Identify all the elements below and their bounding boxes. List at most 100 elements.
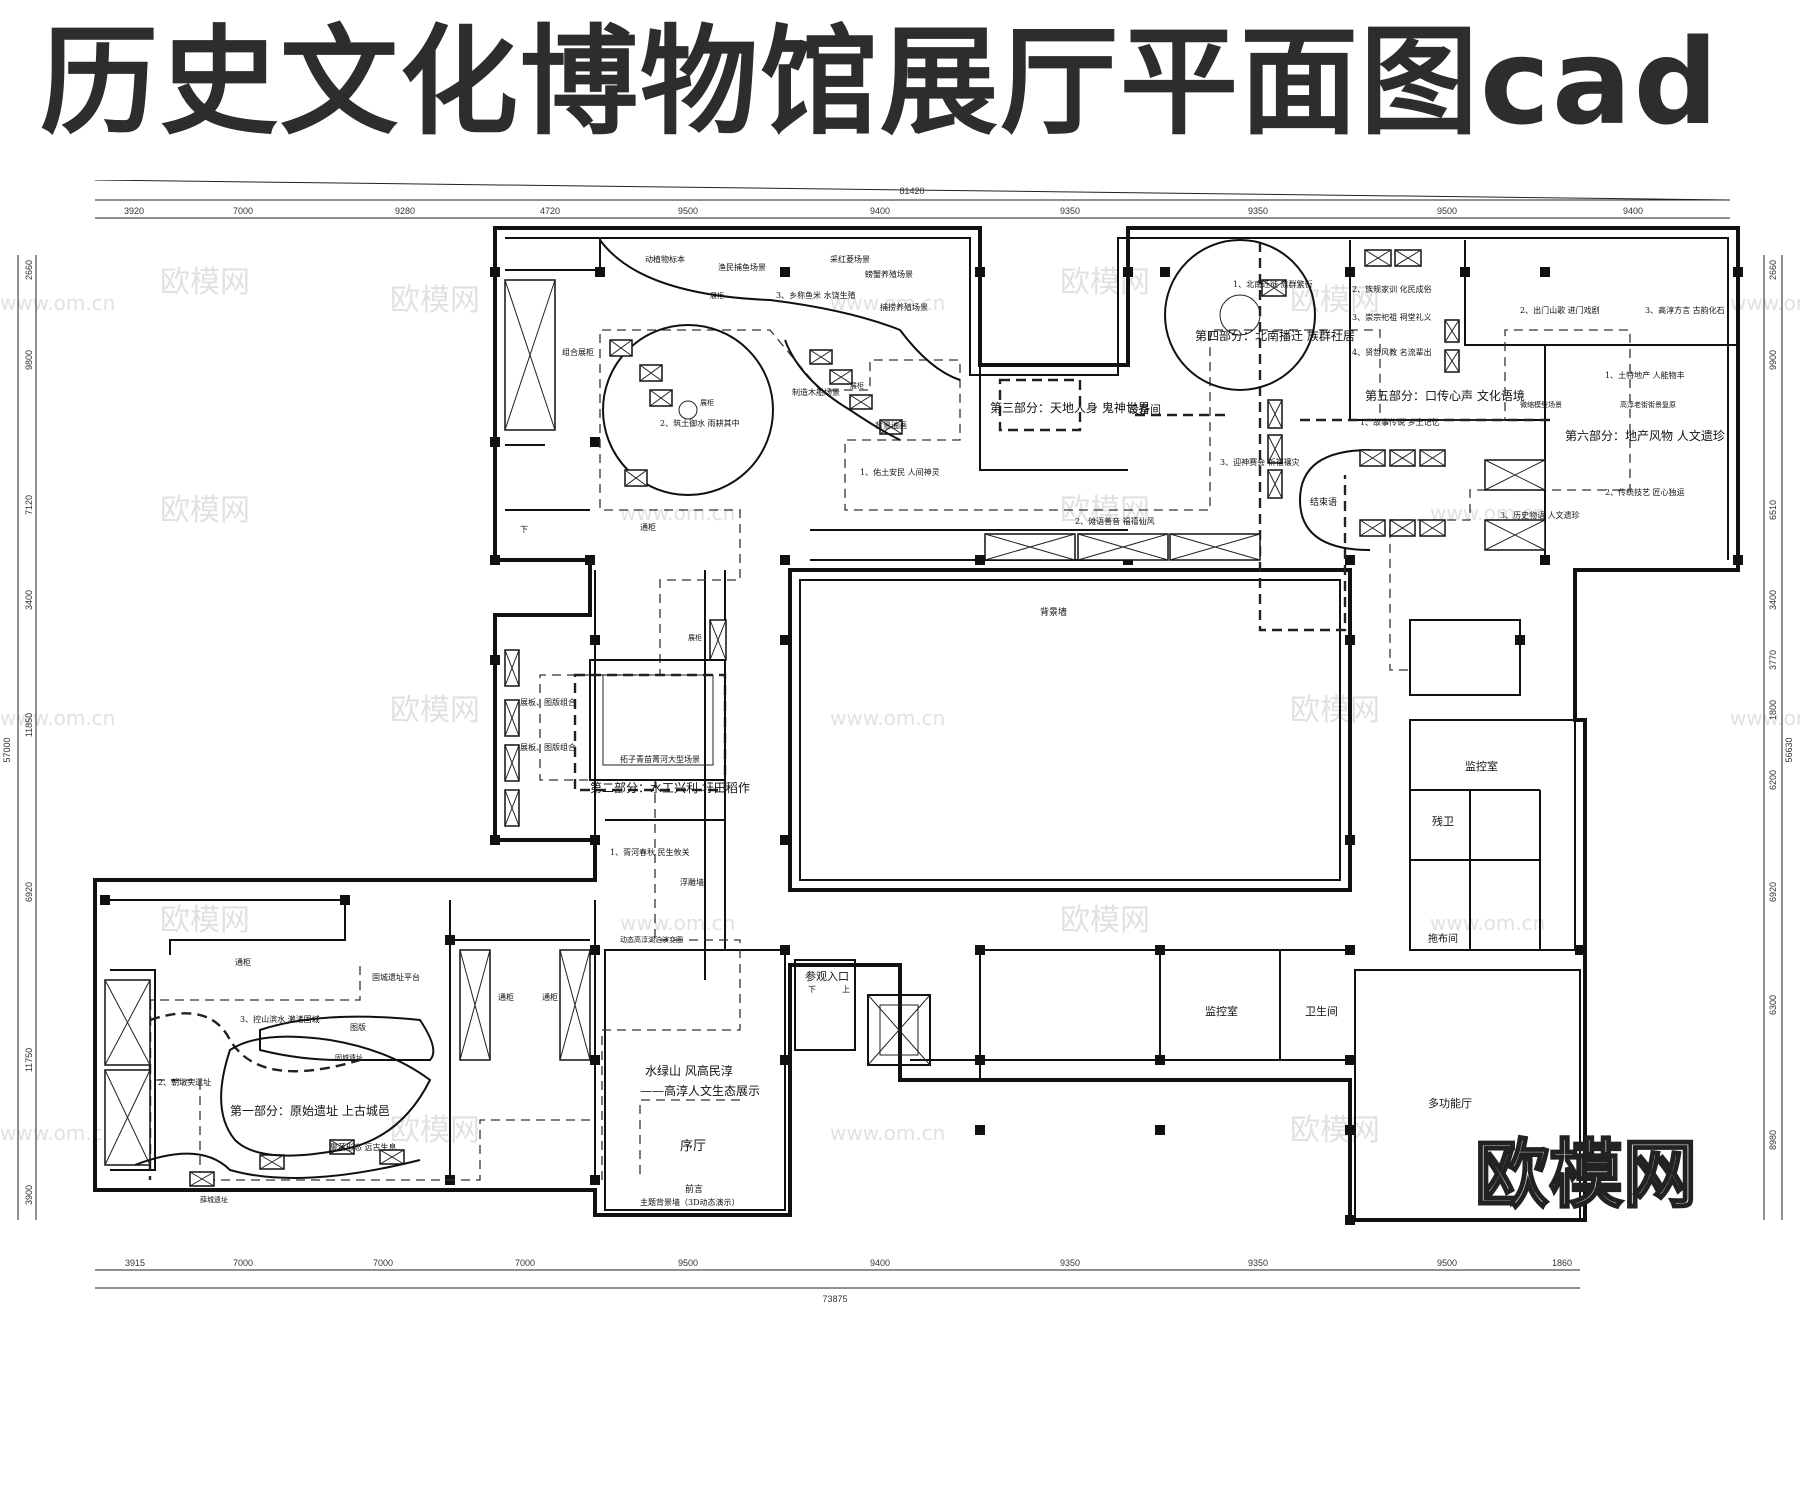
watermark-text: 欧模网 xyxy=(1290,1113,1380,1148)
dim-left-total: 57000 xyxy=(2,737,12,762)
display-case xyxy=(624,469,648,487)
display-case xyxy=(104,1069,151,1166)
dim-left: 3400 xyxy=(24,590,34,610)
column xyxy=(1345,267,1355,277)
plan-note: 组合展柜 xyxy=(562,347,594,357)
dim-right: 6510 xyxy=(1768,500,1778,520)
display-case xyxy=(1169,533,1261,561)
column xyxy=(445,935,455,945)
plan-note: 3、崇宗祀祖 祠堂礼义 xyxy=(1352,312,1432,322)
watermark-url: www.om.cn xyxy=(0,706,115,730)
plan-note: 通柜 xyxy=(640,522,656,532)
display-case xyxy=(809,349,833,365)
dim-top: 7000 xyxy=(233,206,253,216)
plan-note: 3、控山滨水 濑渚固城 xyxy=(240,1014,320,1024)
central-model xyxy=(589,659,726,781)
display-case xyxy=(1267,399,1283,429)
column xyxy=(490,437,500,447)
dim-left: 7120 xyxy=(24,495,34,515)
plan-note: 通柜 xyxy=(542,992,558,1002)
plan-note: 下 xyxy=(520,525,528,534)
watermark-text: 欧模网 xyxy=(1290,693,1380,728)
dim-left: 6920 xyxy=(24,882,34,902)
dim-bottom-total: 73875 xyxy=(822,1294,847,1304)
plan-note: 通柜 xyxy=(498,992,514,1002)
watermark-url: www.om.cn xyxy=(0,291,115,315)
dim-left: 9800 xyxy=(24,350,34,370)
room-label: 监控室 xyxy=(1205,1004,1238,1018)
plan-note: 3、乡称鱼米 水饶生殖 xyxy=(776,290,856,300)
dim-bottom: 9350 xyxy=(1060,1258,1080,1268)
dim-right: 3400 xyxy=(1768,590,1778,610)
room-label: 拖布间 xyxy=(1428,932,1458,945)
column xyxy=(1733,267,1743,277)
plan-note: 螃蟹养殖场景 xyxy=(865,269,913,279)
plan-note: 背景油画 xyxy=(875,420,907,430)
section-label: 第五部分：口传心声 文化语境 xyxy=(1365,388,1525,403)
room-label: 卫生间 xyxy=(1305,1004,1338,1018)
room-label: 背景墙 xyxy=(1040,606,1067,618)
display-case xyxy=(504,789,520,827)
dim-top: 9500 xyxy=(1437,206,1457,216)
plan-note: 2、傩语善音 福禧仙风 xyxy=(1075,516,1155,526)
theme-line: ——高淳人文生态展示 xyxy=(640,1083,760,1098)
display-case xyxy=(1267,469,1283,499)
walls xyxy=(93,226,1740,1222)
watermark-url: www.om.cn xyxy=(620,501,735,525)
display-case xyxy=(1444,349,1460,373)
watermark-url: www.om.cn xyxy=(1430,911,1545,935)
dim-bottom: 9400 xyxy=(870,1258,890,1268)
dim-top: 3920 xyxy=(124,206,144,216)
plan-note: 聚落形态 远古生息 xyxy=(330,1142,397,1152)
display-case xyxy=(649,389,673,407)
watermark-text: 欧模网 xyxy=(390,693,480,728)
plan-note: 3、高淳方言 古韵化石 xyxy=(1645,305,1725,315)
column xyxy=(780,635,790,645)
dim-right-total: 56630 xyxy=(1784,737,1794,762)
section-label: 第一部分：原始遗址 上古城邑 xyxy=(230,1103,390,1118)
dim-right: 2660 xyxy=(1768,260,1778,280)
dimension-lines xyxy=(17,180,1783,1289)
column xyxy=(975,1055,985,1065)
plan-note: 展板、图版组合 xyxy=(520,742,576,752)
column xyxy=(585,555,595,565)
plan-note: 捕捞养殖场景 xyxy=(880,302,928,312)
plan-note: 上 xyxy=(842,985,850,994)
display-case xyxy=(504,699,520,737)
display-case xyxy=(1419,519,1446,537)
plan-note: 展板、图版组合 xyxy=(520,697,576,707)
column xyxy=(1515,635,1525,645)
column xyxy=(490,267,500,277)
display-case xyxy=(459,949,491,1061)
watermark-url: www.om.cn xyxy=(620,911,735,935)
watermark-text: 欧模网 xyxy=(1060,493,1150,528)
column xyxy=(1345,1055,1355,1065)
column xyxy=(1123,267,1133,277)
plan-note: 2、出门山歌 进门戏剧 xyxy=(1520,305,1600,315)
dim-right: 8980 xyxy=(1768,1130,1778,1150)
display-case xyxy=(709,619,727,661)
display-case xyxy=(1444,319,1460,343)
brand-watermark: 欧模网 xyxy=(1475,1132,1697,1218)
room-label: 监控室 xyxy=(1465,759,1498,773)
plan-note: 渔民捕鱼场景 xyxy=(718,262,766,272)
display-case xyxy=(1359,449,1386,467)
watermark-text: 欧模网 xyxy=(1060,903,1150,938)
dim-bottom: 7000 xyxy=(373,1258,393,1268)
plan-labels: 第一部分：原始遗址 上古城邑 第二部分：水工兴利 圩田稻作 第三部分：天地人身 … xyxy=(158,254,1725,1207)
circular-exhibit-halls xyxy=(602,239,1371,551)
plan-note: 3、历史物语 人文遗珍 xyxy=(1500,510,1580,520)
plan-note: 展柜 xyxy=(710,291,724,300)
room-label: 多功能厅 xyxy=(1428,1096,1472,1110)
dim-top: 9280 xyxy=(395,206,415,216)
column xyxy=(100,895,110,905)
plan-note: 2、传统技艺 匠心独运 xyxy=(1605,487,1685,497)
dimension-labels: 81420 3920 7000 9280 4720 9500 9400 9350… xyxy=(2,186,1794,1304)
plan-note: 展柜 xyxy=(700,398,714,407)
watermark-text: 欧模网 xyxy=(160,903,250,938)
column xyxy=(780,1055,790,1065)
display-case xyxy=(984,533,1076,561)
display-case xyxy=(1419,449,1446,467)
column xyxy=(595,267,605,277)
room-label: 残卫 xyxy=(1432,814,1454,828)
